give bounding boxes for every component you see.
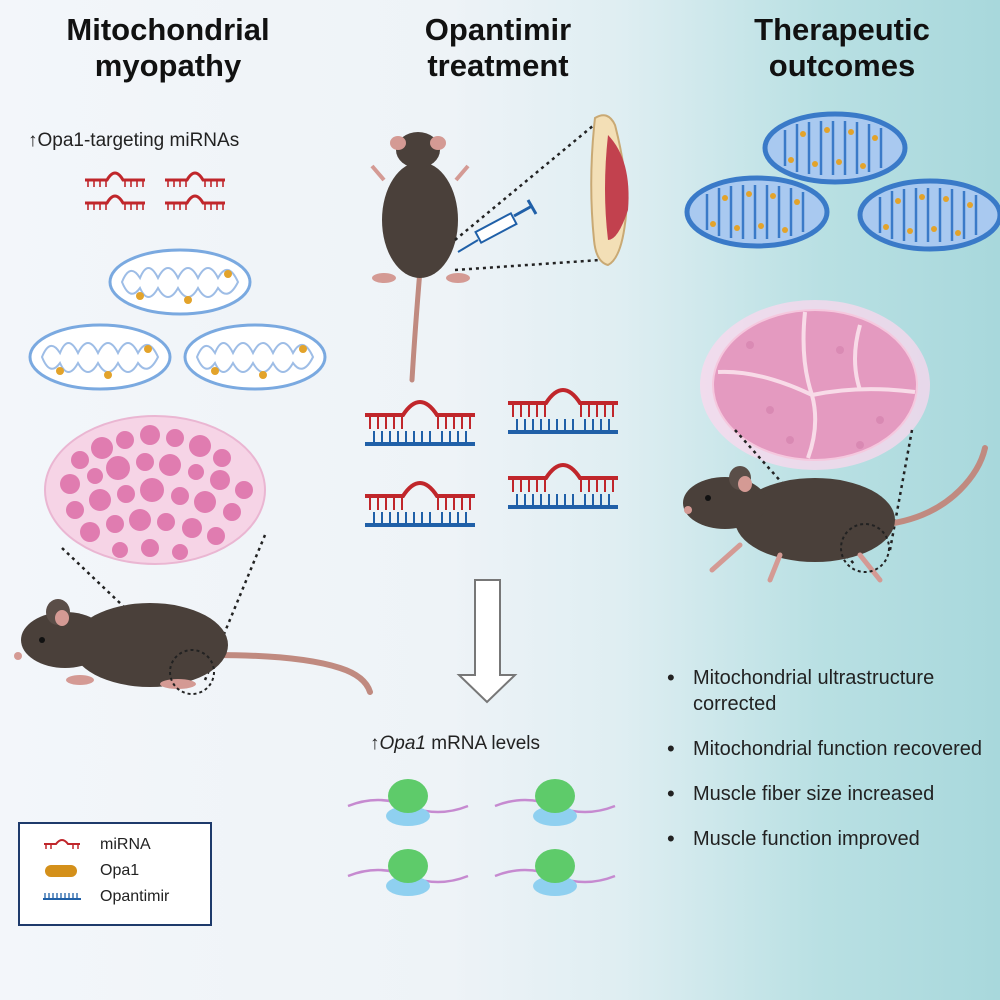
damaged-mitochondria xyxy=(28,248,327,391)
syringe-icon xyxy=(457,199,538,253)
list-item: Mitochondrial ultrastructure corrected xyxy=(665,665,1000,717)
opantimir-icon xyxy=(43,893,81,900)
opa1-icon xyxy=(45,865,77,877)
title-opantimir-treatment: Opantimir treatment xyxy=(338,12,658,84)
title-line-1: Therapeutic xyxy=(754,12,930,47)
healthy-muscle-section xyxy=(700,300,930,470)
mirna-icon xyxy=(44,839,80,849)
title-line-1: Mitochondrial xyxy=(66,12,270,47)
title-line-2: treatment xyxy=(427,48,569,83)
legend-label-opa1: Opa1 xyxy=(100,862,140,879)
down-arrow-icon xyxy=(456,579,518,704)
legend-label-mirna: miRNA xyxy=(100,836,151,853)
mirna-cluster xyxy=(83,171,227,212)
label-suffix: mRNA levels xyxy=(425,733,541,754)
legend-icons xyxy=(43,839,81,900)
healthy-mitochondria xyxy=(687,114,1000,249)
healthy-mouse xyxy=(683,429,988,583)
legend: miRNA Opa1 Opantimir xyxy=(18,822,212,926)
title-line-2: myopathy xyxy=(94,48,242,83)
atrophic-muscle-section xyxy=(44,415,266,565)
sick-mouse xyxy=(14,534,373,695)
outcomes-list: Mitochondrial ultrastructure corrected M… xyxy=(665,665,1000,871)
legend-label-opantimir: Opantimir xyxy=(100,888,170,905)
treated-mouse-injection xyxy=(370,114,629,383)
list-item: Muscle function improved xyxy=(665,826,1000,852)
list-item: Mitochondrial function recovered xyxy=(665,736,1000,762)
list-item: Muscle fiber size increased xyxy=(665,781,1000,807)
translating-ribosomes xyxy=(346,777,617,898)
opa1-mrna-levels-label: ↑Opa1 mRNA levels xyxy=(370,733,540,755)
muscle-icon xyxy=(590,114,629,267)
opantimir-mirna-duplexes xyxy=(363,388,620,527)
gene-name: Opa1 xyxy=(379,733,426,754)
up-arrow-icon: ↑ xyxy=(370,733,380,754)
opa1-targeting-mirnas-label: ↑Opa1-targeting miRNAs xyxy=(28,130,240,151)
title-therapeutic-outcomes: Therapeutic outcomes xyxy=(682,12,1000,84)
title-line-1: Opantimir xyxy=(424,12,572,47)
title-mitochondrial-myopathy: Mitochondrial myopathy xyxy=(8,12,328,84)
title-line-2: outcomes xyxy=(768,48,916,83)
